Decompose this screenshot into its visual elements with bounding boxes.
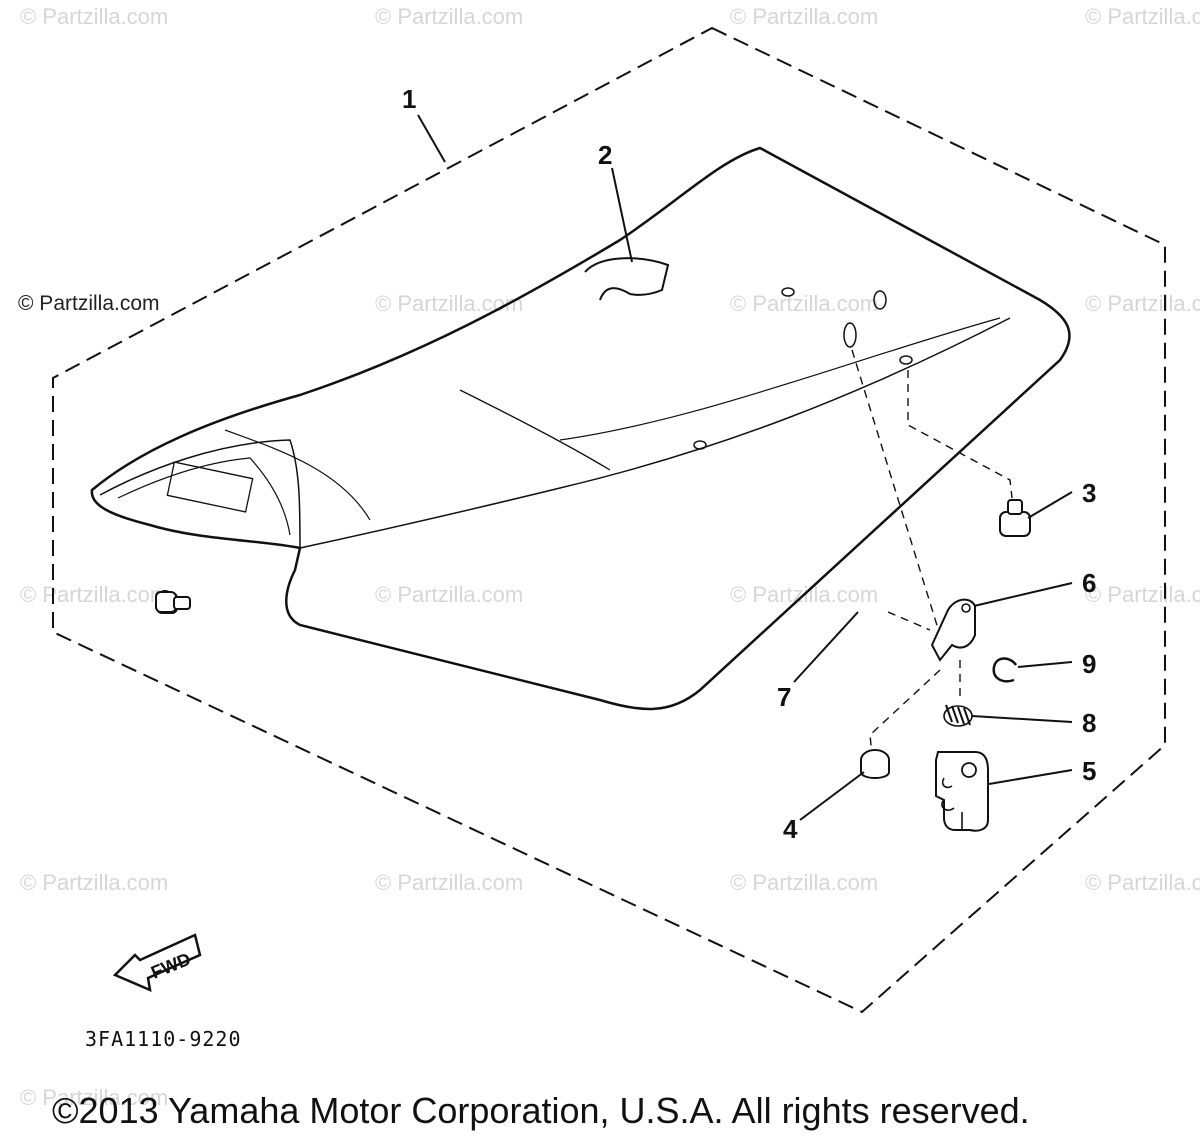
- seat-pan-inner: [117, 457, 291, 536]
- watermark: © Partzilla.com: [375, 291, 524, 316]
- callout-8: 8: [1082, 708, 1096, 738]
- watermark: © Partzilla.com: [375, 870, 524, 895]
- watermark: © Partzilla.com: [730, 291, 879, 316]
- leader-line: [799, 771, 865, 821]
- assembly-line: [907, 370, 1013, 499]
- seat-contour: [299, 317, 1011, 549]
- leader-line: [973, 582, 1073, 607]
- strap: [584, 257, 670, 301]
- callout-1: 1: [402, 84, 416, 114]
- mount-hole: [873, 290, 887, 310]
- part-5-lock: [935, 751, 989, 832]
- watermark-dark: © Partzilla.com: [18, 292, 160, 315]
- callout-2: 2: [598, 140, 612, 170]
- watermark: © Partzilla.com: [730, 4, 879, 29]
- assembly-line: [869, 669, 941, 756]
- watermark: © Partzilla.com: [1085, 582, 1200, 607]
- watermark: © Partzilla.com: [730, 870, 879, 895]
- callout-3: 3: [1082, 478, 1096, 508]
- seat-ridge: [559, 317, 1001, 441]
- leader-line: [793, 611, 859, 683]
- leader-line: [971, 715, 1073, 723]
- seat-outline: [90, 146, 1071, 711]
- watermark: © Partzilla.com: [375, 582, 524, 607]
- part-6-bracket: [930, 598, 976, 662]
- callout-9: 9: [1082, 649, 1096, 679]
- leader-line: [417, 114, 446, 163]
- assembly-line: [887, 611, 931, 631]
- callout-6: 6: [1082, 568, 1096, 598]
- leader-line: [988, 769, 1073, 785]
- mount-hole: [781, 287, 795, 297]
- seat-pan-window: [166, 461, 254, 513]
- leader-line: [1017, 661, 1073, 668]
- watermark: © Partzilla.com: [20, 4, 169, 29]
- watermark: © Partzilla.com: [375, 4, 524, 29]
- watermark: © Partzilla.com: [20, 870, 169, 895]
- watermark: © Partzilla.com: [1085, 870, 1200, 895]
- assembly-line: [851, 349, 941, 636]
- fwd-arrow-icon: FWD: [112, 933, 202, 993]
- part-7: [155, 591, 191, 613]
- assembly-boundary: [52, 26, 1166, 1014]
- mount-hole: [843, 322, 857, 348]
- part-9-clip: [992, 657, 1018, 683]
- seat-pan: [99, 439, 301, 549]
- leader-line: [1027, 491, 1073, 519]
- callout-5: 5: [1082, 756, 1096, 786]
- callout-4: 4: [783, 814, 798, 844]
- mount-hole: [899, 355, 913, 365]
- copyright-notice: ©2013 Yamaha Motor Corporation, U.S.A. A…: [52, 1090, 1030, 1131]
- part-8-spring: [943, 704, 973, 727]
- watermark: © Partzilla.com: [1085, 291, 1200, 316]
- watermark: © Partzilla.com: [20, 582, 169, 607]
- watermark: © Partzilla.com: [1085, 4, 1200, 29]
- seat-ridge: [224, 429, 371, 521]
- part-3-damper: [999, 499, 1031, 537]
- watermark: © Partzilla.com: [20, 1085, 169, 1110]
- callout-7: 7: [777, 682, 791, 712]
- diagram-code: 3FA1110-9220: [85, 1027, 242, 1051]
- leader-line: [611, 167, 633, 263]
- part-4-grommet: [860, 749, 890, 779]
- mount-hole: [693, 440, 707, 450]
- seat-ridge: [459, 389, 611, 471]
